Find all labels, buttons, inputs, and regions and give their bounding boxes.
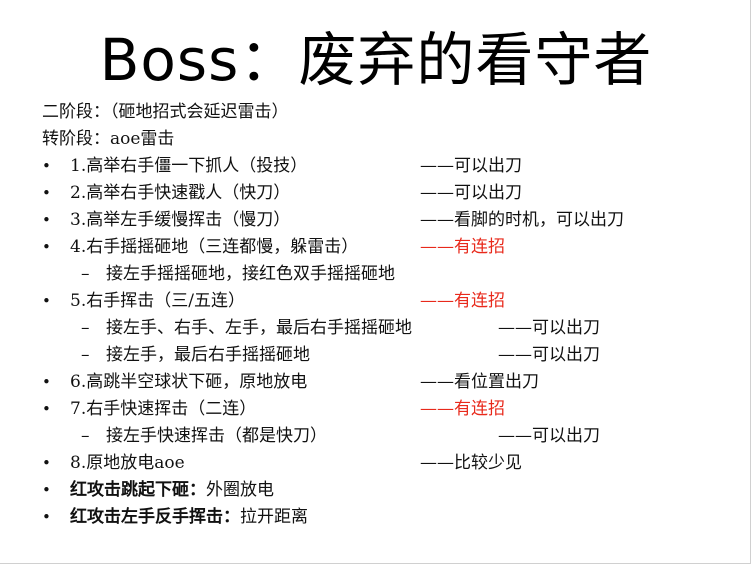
sub-move-note: ——可以出刀 [498,426,600,446]
bullet-icon: • [42,454,51,472]
red-attack-desc: 外圈放电 [206,480,274,500]
bullet-icon: • [42,157,51,175]
move-text: 2.高举右手快速戳人（快刀） [70,183,291,203]
combo-note: ——有连招 [420,399,505,419]
sub-move-note: ——可以出刀 [498,345,600,365]
move-text: 5.右手挥击（三/五连） [70,291,245,311]
bullet-icon: • [42,373,51,391]
sub-list-item: – 接左手，最后右手摇摇砸地 ——可以出刀 [0,342,752,368]
move-note: ——看位置出刀 [420,372,539,392]
sub-list-item: – 接左手、右手、左手，最后右手摇摇砸地 ——可以出刀 [0,315,752,341]
move-text: 4.右手摇摇砸地（三连都慢，躲雷击） [70,237,359,257]
red-attack-text: 红攻击跳起下砸：外圈放电 [70,477,274,503]
dash-icon: – [81,318,90,338]
move-note: ——可以出刀 [420,156,522,176]
list-item: • 8.原地放电aoe ——比较少见 [0,450,752,476]
list-item: • 2.高举右手快速戳人（快刀） ——可以出刀 [0,180,752,206]
slide-title: Boss：废弃的看守者 [99,26,653,94]
bullet-icon: • [42,508,51,526]
sub-move-text: 接左手快速挥击（都是快刀） [106,426,327,446]
move-note: ——看脚的时机，可以出刀 [420,210,624,230]
list-item: • 1.高举右手僵一下抓人（投技） ——可以出刀 [0,153,752,179]
list-item: • 红攻击左手反手挥击：拉开距离 [0,504,752,530]
list-item: • 7.右手快速挥击（二连） ——有连招 [0,396,752,422]
sub-move-note: ——可以出刀 [498,318,600,338]
bullet-icon: • [42,400,51,418]
sub-move-text: 接左手摇摇砸地，接红色双手摇摇砸地 [106,264,395,284]
red-attack-label: 红攻击跳起下砸： [70,480,206,500]
dash-icon: – [81,426,90,446]
red-attack-label: 红攻击左手反手挥击： [70,507,240,527]
sub-move-text: 接左手、右手、左手，最后右手摇摇砸地 [106,318,412,338]
combo-note: ——有连招 [420,237,505,257]
move-text: 1.高举右手僵一下抓人（投技） [70,156,308,176]
red-attack-text: 红攻击左手反手挥击：拉开距离 [70,504,308,530]
move-text: 3.高举左手缓慢挥击（慢刀） [70,210,291,230]
list-item: • 4.右手摇摇砸地（三连都慢，躲雷击） ——有连招 [0,234,752,260]
red-attack-desc: 拉开距离 [240,507,308,527]
list-item: • 3.高举左手缓慢挥击（慢刀） ——看脚的时机，可以出刀 [0,207,752,233]
combo-note: ——有连招 [420,291,505,311]
phase-two-line: 二阶段：（砸地招式会延迟雷击） [42,102,289,122]
dash-icon: – [81,264,90,284]
move-text: 8.原地放电aoe [70,453,185,473]
bullet-icon: • [42,184,51,202]
move-note: ——可以出刀 [420,183,522,203]
list-item: • 5.右手挥击（三/五连） ——有连招 [0,288,752,314]
move-text: 6.高跳半空球状下砸，原地放电 [70,372,308,392]
bullet-icon: • [42,292,51,310]
bullet-icon: • [42,211,51,229]
sub-list-item: – 接左手快速挥击（都是快刀） ——可以出刀 [0,423,752,449]
list-item: • 6.高跳半空球状下砸，原地放电 ——看位置出刀 [0,369,752,395]
move-note: ——比较少见 [420,453,522,473]
list-item: • 红攻击跳起下砸：外圈放电 [0,477,752,503]
dash-icon: – [81,345,90,365]
bullet-icon: • [42,481,51,499]
sub-move-text: 接左手，最后右手摇摇砸地 [106,345,310,365]
transition-phase-line: 转阶段：aoe雷击 [42,129,175,149]
move-text: 7.右手快速挥击（二连） [70,399,257,419]
bullet-icon: • [42,238,51,256]
sub-list-item: – 接左手摇摇砸地，接红色双手摇摇砸地 [0,261,752,287]
